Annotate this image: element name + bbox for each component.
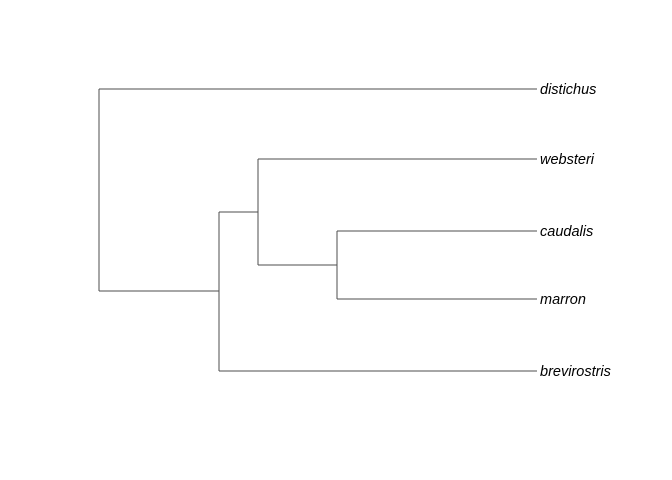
- tip-label-brevirostris: brevirostris: [540, 364, 611, 380]
- tip-label-websteri: websteri: [540, 152, 595, 168]
- tip-label-distichus: distichus: [540, 82, 596, 98]
- tip-label-marron: marron: [540, 292, 586, 308]
- tree-branches: [98, 88, 537, 372]
- tip-label-caudalis: caudalis: [540, 224, 593, 240]
- tree-tip-labels: distichus websteri caudalis marron brevirost…: [540, 82, 611, 380]
